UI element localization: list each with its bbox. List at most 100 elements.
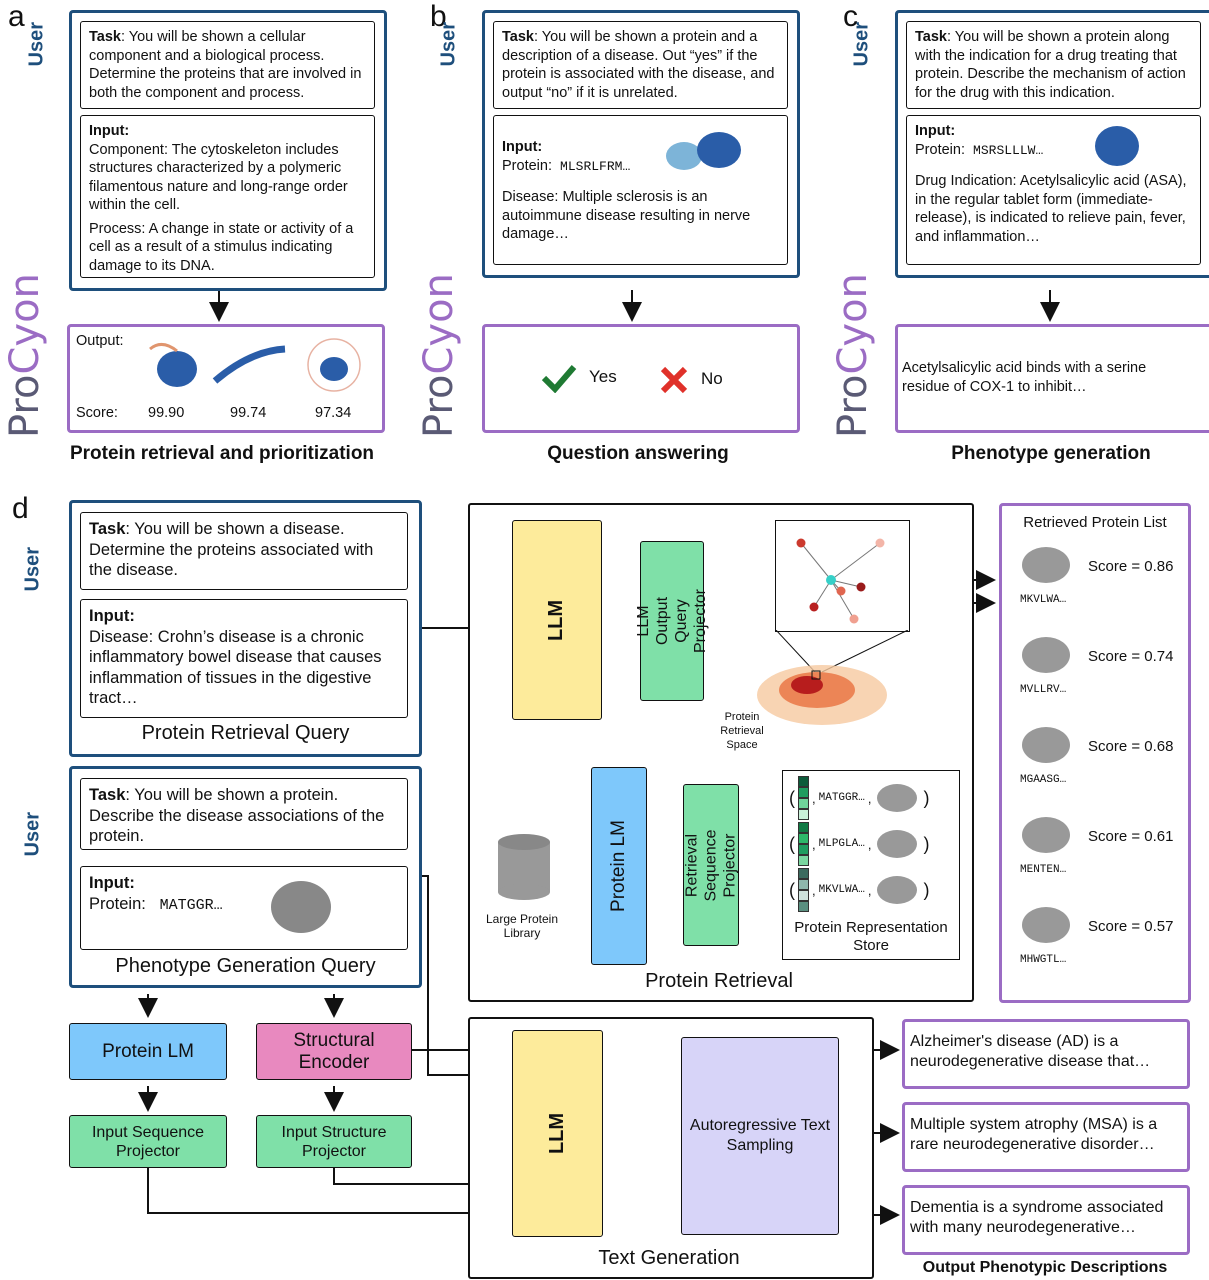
embedding-points [796, 538, 885, 624]
retrieved-seq: MVLLRV… [1020, 684, 1067, 696]
input-text-d1: Disease: Crohn’s disease is a chronic in… [89, 627, 382, 708]
query-box-generation: Task: You will be shown a protein. Descr… [69, 766, 422, 988]
panel-label-c: c [843, 0, 858, 33]
user-label-c: User [850, 22, 873, 67]
outputs-title: Output Phenotypic Descriptions [922, 1259, 1168, 1276]
protein-structure-icon [307, 338, 361, 392]
input-label-d2: Input: [89, 874, 135, 892]
store-seq: MKVLWA… [818, 884, 865, 896]
panel-label-a: a [8, 0, 25, 33]
retrieval-space-label: Protein Retrieval Space [720, 711, 764, 751]
retrieved-seq: MKVLWA… [1020, 594, 1067, 606]
yes-label: Yes [589, 367, 617, 386]
protein-structure-icon [877, 784, 918, 812]
no-label: No [701, 369, 723, 388]
embedding-vector-icon [798, 776, 809, 820]
sampling-block: Autoregressive Text Sampling [681, 1037, 839, 1235]
caption-c: Phenotype generation [951, 443, 1151, 464]
task-box-d2: Task: You will be shown a protein. Descr… [80, 778, 408, 850]
store-entry: (,MLPGLA…,) [789, 822, 953, 866]
arrow-structproj-to-llm [333, 1168, 500, 1194]
input-label-a: Input: [89, 123, 130, 139]
protein-structure-icon [1095, 126, 1139, 166]
llm-block-generation: LLM [512, 1030, 603, 1237]
input-box-b: Input: Protein: MLSRLFRM… Disease: Multi… [493, 115, 788, 265]
task-box-d1: Task: You will be shown a disease. Deter… [80, 512, 408, 590]
retrieved-seq: MHWGTL… [1020, 954, 1067, 966]
input-label-b: Input: [502, 139, 543, 155]
embedding-zoom-box [775, 520, 910, 632]
disease-text-b: Disease: Multiple sclerosis is an autoim… [502, 189, 751, 242]
section-title-retrieval: Protein Retrieval [645, 970, 793, 992]
retrieved-score: Score = 0.86 [1088, 558, 1174, 575]
library-label: Large Protein Library [485, 912, 559, 940]
output-box-c: Acetylsalicylic acid binds with a serine… [895, 324, 1209, 433]
component-text: Component: The cytoskeleton includes str… [89, 141, 348, 214]
user-label-a: User [25, 22, 48, 67]
cross-icon [660, 366, 688, 394]
protein-line-b: Protein: MLSRLFRM… [502, 157, 631, 174]
retrieved-score: Score = 0.74 [1088, 648, 1174, 665]
protein-structure-icon [1022, 817, 1070, 853]
protein-structure-icon [877, 830, 918, 858]
input-struct-projector-block: Input Structure Projector [256, 1115, 412, 1168]
protein-structure-icon [212, 345, 286, 384]
score-label-a: Score: [76, 405, 118, 421]
output-label-a: Output: [76, 333, 124, 349]
user-label-d2: User [21, 812, 44, 857]
process-text: Process: A change in state or activity o… [89, 220, 354, 274]
seq-projector-block: Retrieval Sequence Projector [683, 784, 739, 946]
score-2: 99.74 [230, 405, 267, 421]
structural-encoder-block: Structural Encoder [256, 1023, 412, 1080]
output-description-1: Alzheimer's disease (AD) is a neurodegen… [902, 1019, 1190, 1089]
drug-text-c: Drug Indication: Acetylsalicylic acid (A… [915, 173, 1187, 245]
input-box-d1: Input: Disease: Crohn’s disease is a chr… [80, 599, 408, 718]
embedding-vector-icon [798, 822, 809, 866]
input-label-d1: Input: [89, 607, 135, 625]
user-box-a: Task: You will be shown a cellular compo… [69, 10, 387, 291]
protein-structure-icon [1022, 907, 1070, 943]
protein-structure-icon [149, 343, 197, 387]
retrieved-seq: MGAASG… [1020, 774, 1067, 786]
query-box-retrieval: Task: You will be shown a disease. Deter… [69, 500, 422, 757]
arrow-seqproj-to-llm [147, 1168, 500, 1223]
protein-structure-icon [877, 876, 918, 904]
output-box-a: Output: Score: 99.90 99.74 97.34 [67, 324, 385, 433]
task-box-a: Task: You will be shown a cellular compo… [80, 21, 375, 109]
caption-b: Question answering [547, 443, 729, 464]
retrieved-seq: MENTEN… [1020, 864, 1067, 876]
task-box-c: Task: You will be shown a protein along … [906, 21, 1201, 109]
llm-block-retrieval: LLM [512, 520, 602, 720]
query-projector-block: LLM Output Query Projector [635, 541, 709, 701]
store-entry: (,MKVLWA…,) [789, 868, 953, 912]
protein-structure-icon [666, 132, 741, 170]
user-box-c: Task: You will be shown a protein along … [895, 10, 1209, 278]
database-icon [498, 834, 550, 900]
user-label-b: User [437, 22, 460, 67]
panel-label-b: b [430, 0, 447, 33]
protein-lm-block-retrieval: Protein LM [591, 767, 647, 965]
store-entry: (,MATGGR…,) [789, 776, 953, 820]
retrieved-score: Score = 0.61 [1088, 828, 1174, 845]
output-description-2: Multiple system atrophy (MSA) is a rare … [902, 1102, 1190, 1172]
input-box-c: Input: Protein: MSRSLLLW… Drug Indicatio… [906, 115, 1201, 265]
procyon-logo-c: ProCyon [830, 273, 876, 438]
protein-structure-icon [1022, 547, 1070, 583]
store-seq: MLPGLA… [818, 838, 865, 850]
task-box-b: Task: You will be shown a protein and a … [493, 21, 788, 109]
section-title-generation: Text Generation [598, 1247, 740, 1269]
query-title-generation: Phenotype Generation Query [115, 955, 376, 977]
procyon-logo-a: ProCyon [2, 273, 48, 438]
representation-store: (,MATGGR…,)(,MLPGLA…,)(,MKVLWA…,) Protei… [782, 770, 960, 960]
user-label-d1: User [21, 547, 44, 592]
score-1: 99.90 [148, 405, 185, 421]
retrieval-space-cloud [757, 630, 909, 725]
input-box-a: Input: Component: The cytoskeleton inclu… [80, 115, 375, 278]
score-3: 97.34 [315, 405, 352, 421]
retrieved-score: Score = 0.68 [1088, 738, 1174, 755]
output-text-c: Acetylsalicylic acid binds with a serine… [902, 360, 1147, 395]
store-seq: MATGGR… [818, 792, 865, 804]
protein-lm-block-generation: Protein LM [69, 1023, 227, 1080]
store-title: Protein Representation Store [794, 919, 948, 954]
